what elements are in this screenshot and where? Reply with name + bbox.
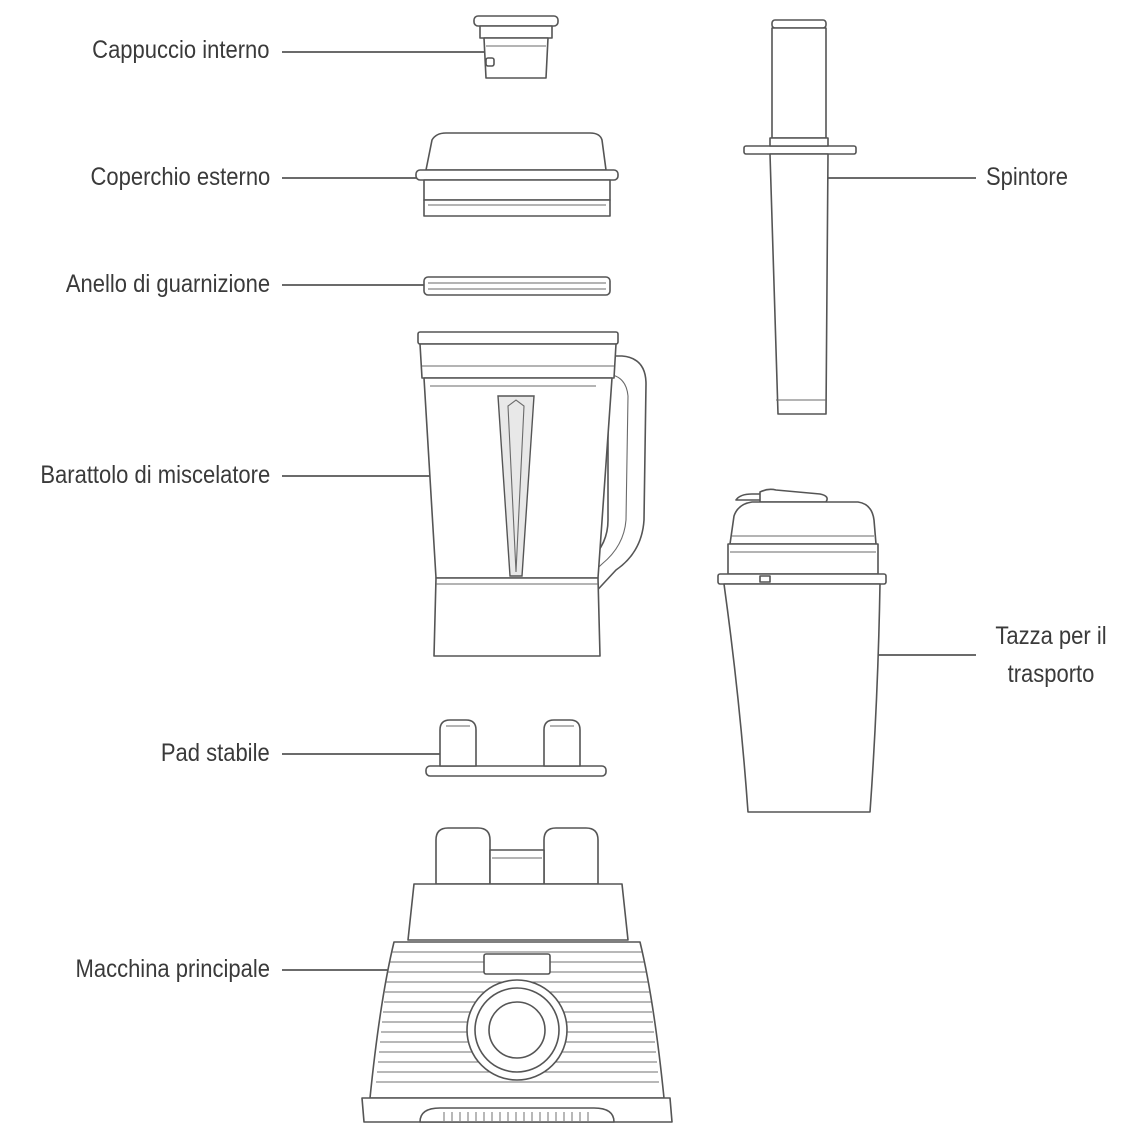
label-blender-jar: Barattolo di miscelatore <box>40 461 270 489</box>
label-inner-cap: Cappuccio interno <box>92 36 270 64</box>
leader-lines <box>282 51 976 971</box>
outer-lid-drawing <box>415 132 619 217</box>
tamper-drawing <box>743 19 857 415</box>
label-main-unit: Macchina principale <box>75 955 270 983</box>
stable-pad-drawing <box>425 719 607 777</box>
travel-cup-drawing <box>717 488 887 813</box>
label-outer-lid: Coperchio esterno <box>90 163 270 191</box>
label-stable-pad: Pad stabile <box>161 739 270 767</box>
blender-jar-drawing <box>417 331 647 657</box>
label-seal-ring: Anello di guarnizione <box>65 270 270 298</box>
label-tamper: Spintore <box>986 163 1068 191</box>
inner-cap-drawing <box>473 15 559 79</box>
vent-slots <box>443 1112 589 1121</box>
label-travel-cup-line2: trasporto <box>1007 660 1095 688</box>
main-unit-drawing <box>361 827 673 1123</box>
label-travel-cup-line1: Tazza per il <box>995 622 1107 650</box>
seal-ring-drawing <box>423 276 611 296</box>
